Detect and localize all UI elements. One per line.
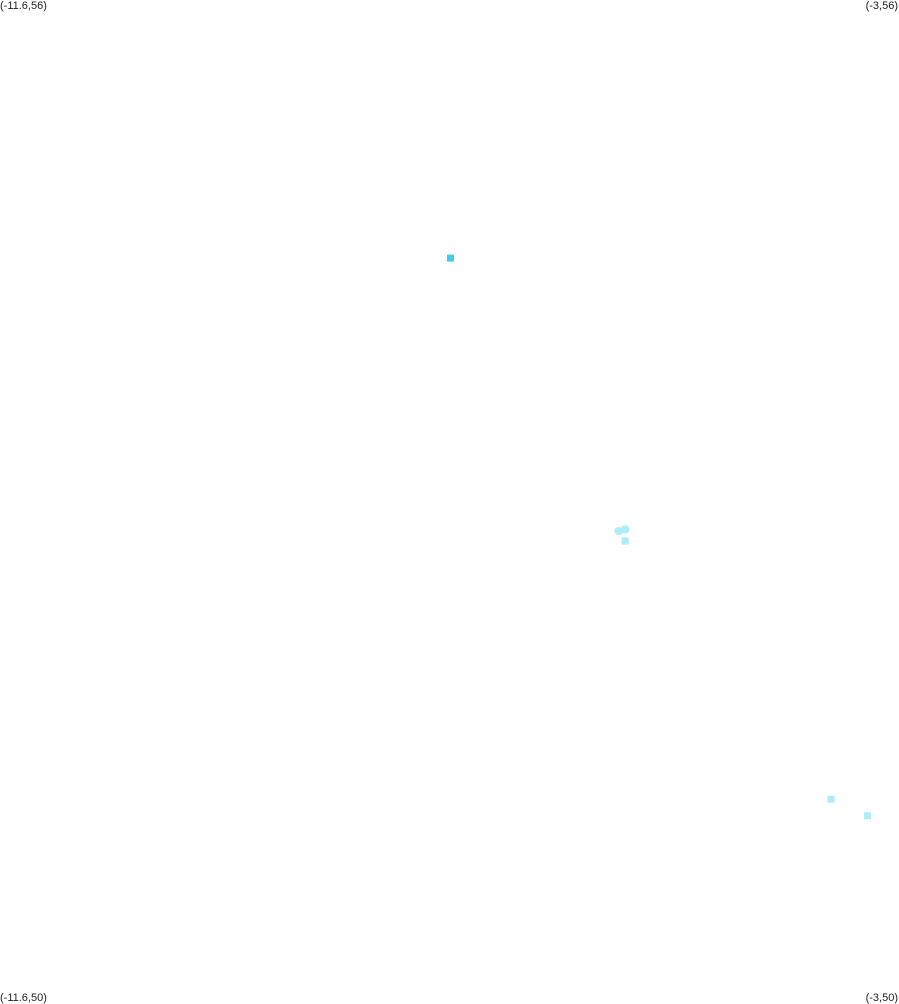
corner-label-bottom-left: (-11.6,50) — [0, 992, 47, 1004]
corner-label-top-right: (-3,56) — [865, 0, 898, 12]
map-feature-6 — [864, 812, 872, 820]
map-feature-3 — [620, 525, 630, 534]
corner-label-bottom-right: (-3,50) — [865, 992, 898, 1004]
feature-layer — [447, 254, 872, 820]
corner-label-top-left: (-11.6,56) — [0, 0, 47, 12]
map-feature-1 — [447, 254, 454, 262]
map-feature-4 — [621, 537, 629, 545]
map-feature-5 — [827, 795, 835, 803]
